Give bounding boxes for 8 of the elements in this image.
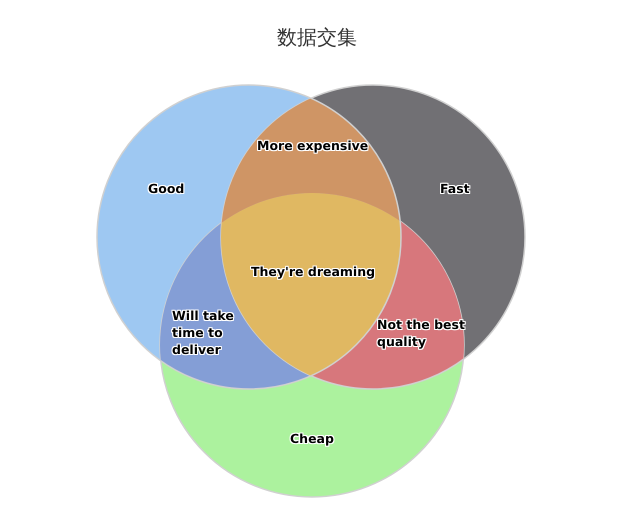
- region-label: Not the best quality: [377, 316, 466, 350]
- region-label: They're dreaming: [251, 263, 376, 280]
- region-label: Will take time to deliver: [172, 307, 235, 358]
- chart-title: 数据交集: [276, 24, 358, 51]
- region-label: Cheap: [290, 430, 334, 447]
- region-label: Fast: [440, 180, 470, 197]
- region-label: More expensive: [257, 137, 368, 154]
- region-label: Good: [148, 180, 184, 197]
